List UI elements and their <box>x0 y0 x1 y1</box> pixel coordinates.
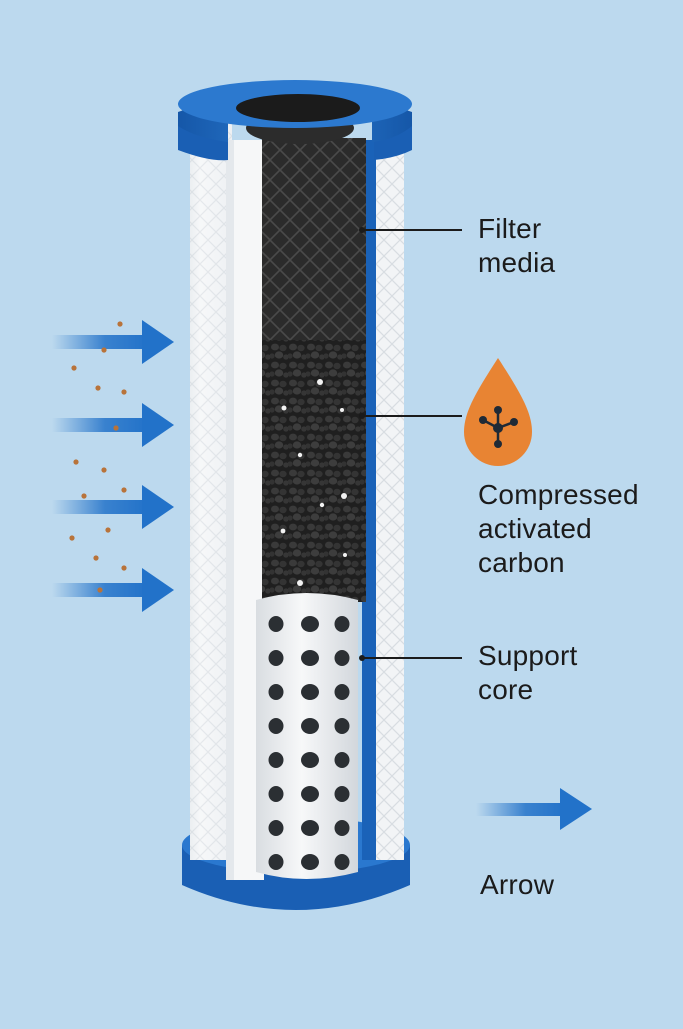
core-hole <box>268 718 284 734</box>
filter-media-layer <box>262 138 366 344</box>
core-hole <box>334 684 350 700</box>
core-hole <box>301 684 319 700</box>
contaminant-particle-icon <box>73 459 79 465</box>
inflow-arrow-icon <box>52 320 174 364</box>
contaminant-particle-icon <box>121 565 127 571</box>
water-drop-molecule-icon <box>464 358 532 466</box>
carbon-block-layer <box>262 340 366 602</box>
outer-wrap-right <box>374 150 404 860</box>
inflow-arrow-icon <box>52 403 174 447</box>
core-hole <box>334 752 350 768</box>
leader-lines <box>362 229 462 659</box>
label-support-core: Support core <box>478 640 578 705</box>
core-hole <box>301 786 319 802</box>
core-hole <box>268 854 284 870</box>
core-hole <box>268 616 284 632</box>
inflow-arrows <box>52 320 174 612</box>
contaminant-particles <box>69 321 127 593</box>
contaminant-particle-icon <box>117 321 123 327</box>
leader-dots <box>359 227 365 661</box>
core-hole <box>334 718 350 734</box>
core-hole <box>268 820 284 836</box>
inflow-arrow-icon <box>52 568 174 612</box>
outflow-arrow-icon <box>476 788 592 830</box>
core-hole <box>334 820 350 836</box>
label-compressed-activated-carbon: Compressed activated carbon <box>478 479 639 578</box>
label-arrow: Arrow <box>480 869 555 900</box>
core-hole <box>268 752 284 768</box>
core-hole <box>334 854 350 870</box>
core-hole <box>301 616 319 632</box>
core-hole <box>301 820 319 836</box>
contaminant-particle-icon <box>101 467 107 473</box>
contaminant-particle-icon <box>93 555 99 561</box>
core-hole <box>301 650 319 666</box>
contaminant-particle-icon <box>113 425 119 431</box>
contaminant-particle-icon <box>121 389 127 395</box>
contaminant-particle-icon <box>95 385 101 391</box>
contaminant-particle-icon <box>121 487 127 493</box>
core-hole <box>301 854 319 870</box>
carbon-highlights <box>280 379 347 586</box>
label-filter-media: Filter media <box>478 213 556 278</box>
contaminant-particle-icon <box>97 587 103 593</box>
core-hole <box>301 752 319 768</box>
core-hole <box>268 786 284 802</box>
core-hole <box>334 616 350 632</box>
core-hole <box>334 786 350 802</box>
contaminant-particle-icon <box>71 365 77 371</box>
outer-wrap-shade <box>190 120 232 860</box>
contaminant-particle-icon <box>101 347 107 353</box>
core-hole <box>334 650 350 666</box>
support-core-holes <box>268 616 350 870</box>
core-hole <box>268 684 284 700</box>
core-hole <box>301 718 319 734</box>
cap-opening <box>236 94 360 122</box>
contaminant-particle-icon <box>69 535 75 541</box>
support-core-tube <box>256 593 358 879</box>
contaminant-particle-icon <box>105 527 111 533</box>
inflow-arrow-icon <box>52 485 174 529</box>
top-end-cap <box>178 80 412 161</box>
core-hole <box>268 650 284 666</box>
contaminant-particle-icon <box>81 493 87 499</box>
